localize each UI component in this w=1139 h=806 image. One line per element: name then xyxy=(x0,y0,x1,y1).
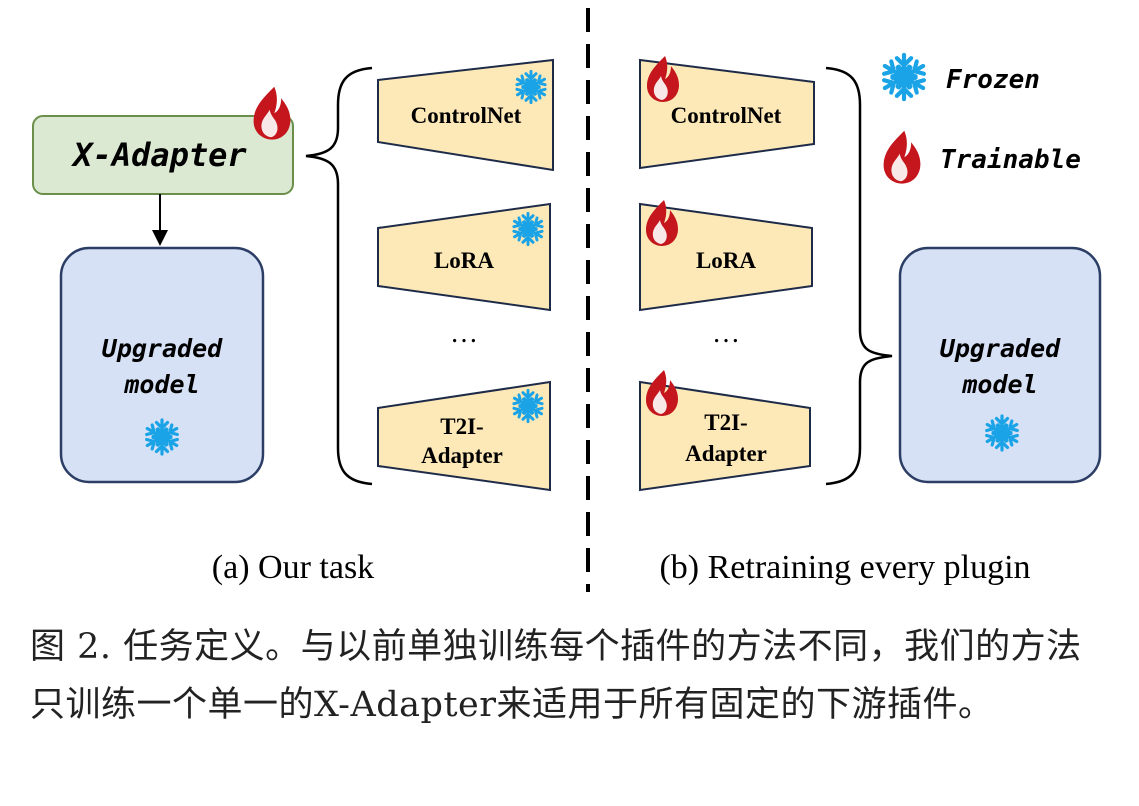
upgraded-model-box-right xyxy=(898,246,1102,484)
flame-icon xyxy=(883,130,921,184)
figure-caption: 图 2. 任务定义。与以前单独训练每个插件的方法不同，我们的方法只训练一个单一的… xyxy=(30,627,1082,725)
model-label-left-line1: Upgraded xyxy=(102,334,223,363)
legend-trainable-label: Trainable xyxy=(940,145,1081,175)
brace-left xyxy=(305,66,373,486)
ellipsis-right: … xyxy=(712,318,740,349)
plugin-label-t2i-right-line1: T2I- xyxy=(704,410,747,435)
plugin-lora-left xyxy=(377,202,551,312)
plugin-controlnet-left xyxy=(377,58,554,172)
plugin-t2i-adapter-left xyxy=(377,380,551,492)
legend-frozen-label: Frozen xyxy=(946,65,1040,95)
x-adapter-label: X-Adapter xyxy=(70,136,247,174)
plugin-label-controlnet-left: ControlNet xyxy=(411,103,522,128)
subcaption-left: (a) Our task xyxy=(212,549,374,586)
plugin-controlnet-right xyxy=(639,58,815,170)
subcaption-right: (b) Retraining every plugin xyxy=(659,549,1030,586)
flame-icon xyxy=(646,370,678,416)
ellipsis-left: … xyxy=(450,318,478,349)
plugin-label-lora-left: LoRA xyxy=(434,248,494,273)
arrowhead-icon xyxy=(152,230,168,246)
plugin-t2i-adapter-right xyxy=(639,380,811,492)
snowflake-icon xyxy=(881,55,926,99)
flame-icon xyxy=(253,86,291,140)
brace-right xyxy=(825,66,893,486)
plugin-lora-right xyxy=(639,202,813,312)
x-adapter-box xyxy=(32,115,294,195)
model-label-left-line2: model xyxy=(123,370,199,399)
plugin-label-t2i-right-line2: Adapter xyxy=(685,441,767,466)
model-label-right-line2: model xyxy=(961,370,1037,399)
model-label-right-line1: Upgraded xyxy=(940,334,1061,363)
legend: Frozen Trainable xyxy=(881,55,1081,184)
plugin-label-controlnet-right: ControlNet xyxy=(671,103,782,128)
plugin-label-t2i-left-line1: T2I- xyxy=(440,414,483,439)
upgraded-model-box-left xyxy=(59,246,265,484)
plugin-label-lora-right: LoRA xyxy=(696,248,756,273)
plugin-label-t2i-left-line2: Adapter xyxy=(421,443,503,468)
